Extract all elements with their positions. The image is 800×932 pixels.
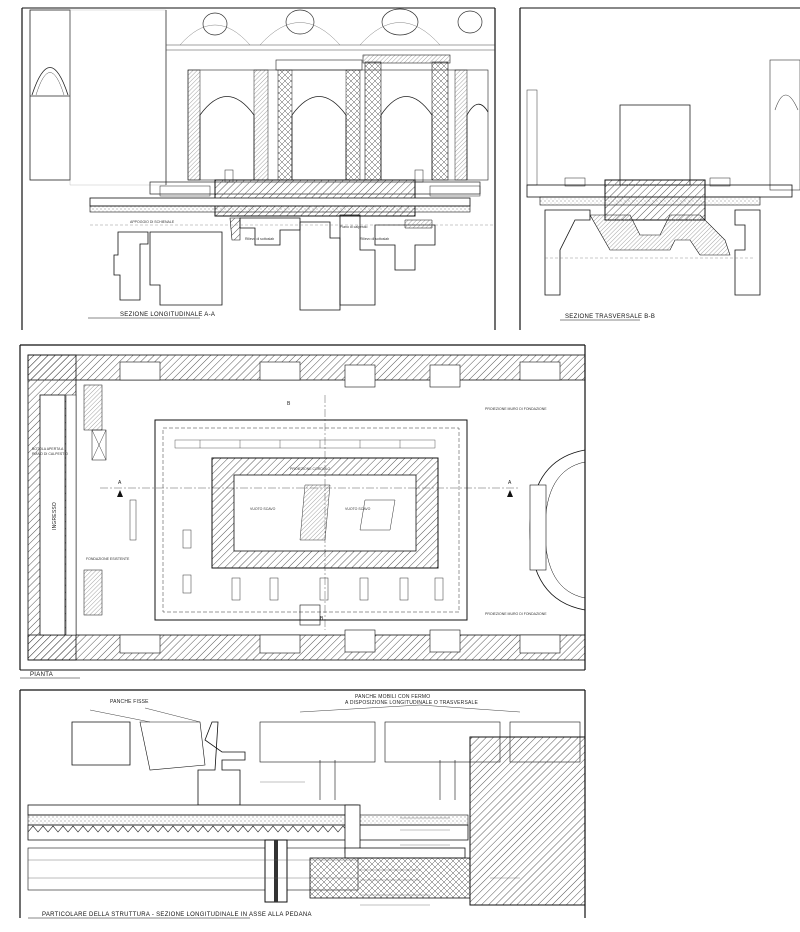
detail-leaders bbox=[260, 781, 520, 906]
bench-row-bottom bbox=[231, 577, 444, 601]
plan-caption: PIANTA bbox=[30, 672, 53, 678]
platform-section bbox=[89, 169, 481, 217]
svg-text:Rilievo di sottoslab: Rilievo di sottoslab bbox=[245, 237, 274, 241]
section-marker-b-top: B bbox=[287, 401, 291, 407]
corrugated-deck bbox=[27, 825, 349, 833]
bench-row-top bbox=[174, 439, 436, 449]
section-marker-b-bottom: B bbox=[320, 616, 324, 622]
entrance-label: INGRESSO bbox=[52, 502, 58, 530]
note-inner-3: VUOTO SCAVO bbox=[345, 507, 371, 511]
section-bb-caption: SEZIONE TRASVERSALE B-B bbox=[565, 314, 655, 320]
vault-ornaments bbox=[165, 8, 495, 185]
note-left-3: FONDAZIONE ESISTENTE bbox=[86, 557, 130, 561]
note-right-1: PROIEZIONE MURO DI FONDAZIONE bbox=[485, 407, 547, 411]
section-marker-a-right: A bbox=[508, 480, 512, 486]
svg-text:Rilievo di sottoslab: Rilievo di sottoslab bbox=[360, 237, 389, 241]
label-mobile-benches-1: PANCHE MOBILI CON FERMO bbox=[355, 694, 430, 700]
section-marker-a-left: A bbox=[118, 480, 122, 486]
arcade bbox=[187, 54, 489, 181]
svg-text:APPOGGIO DI SCHIENALE: APPOGGIO DI SCHIENALE bbox=[130, 220, 175, 224]
section-aa-caption: SEZIONE LONGITUDINALE A-A bbox=[120, 312, 215, 318]
label-mobile-benches-2: A DISPOSIZIONE LONGITUDINALE O TRASVERSA… bbox=[345, 700, 479, 706]
detail-caption: PARTICOLARE DELLA STRUTTURA - SEZIONE LO… bbox=[42, 912, 312, 918]
note-inner-1: PROIEZIONE CORDOLO bbox=[290, 467, 331, 471]
note-left-2: PIANO DI CALPESTIO bbox=[32, 452, 68, 456]
note-right-2: PROIEZIONE MURO DI FONDAZIONE bbox=[485, 612, 547, 616]
note-left-1: BOTOLA APERTA A bbox=[32, 447, 64, 451]
note-inner-2: VUOTO SCAVO bbox=[250, 507, 276, 511]
structure-detail: PANCHE FISSE PANCHE MOBILI CON FERMO A D… bbox=[19, 689, 586, 919]
label-fixed-benches: PANCHE FISSE bbox=[110, 699, 149, 705]
section-aa: APPOGGIO DI SCHIENALE Rilievo di sottosl… bbox=[21, 7, 496, 330]
foundation-outline bbox=[90, 214, 495, 311]
section-bb: SEZIONE TRASVERSALE B-B bbox=[519, 7, 800, 330]
floor-plan: INGRESSO bbox=[19, 344, 586, 679]
left-wall-arch bbox=[29, 9, 167, 186]
svg-text:Piano di calpestio: Piano di calpestio bbox=[340, 225, 367, 229]
